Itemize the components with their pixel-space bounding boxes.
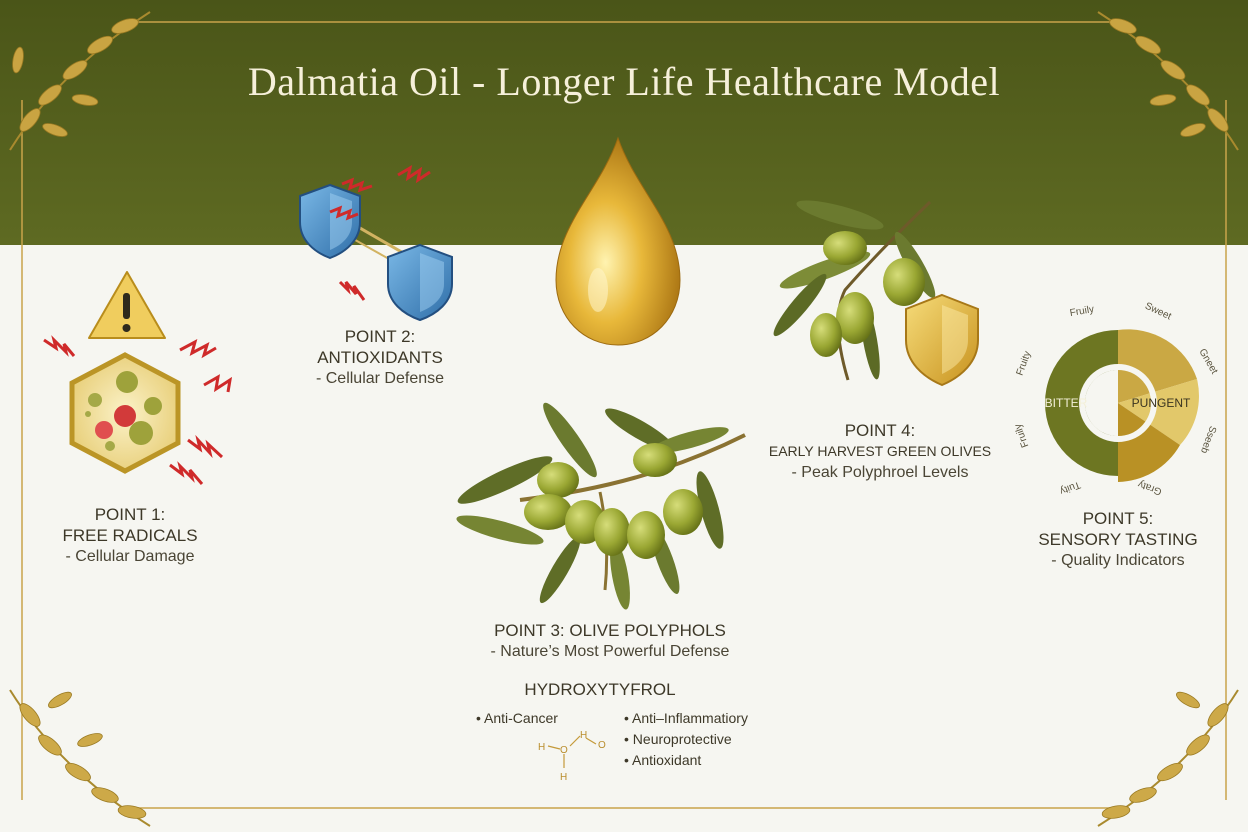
free-radical-icon <box>43 335 233 485</box>
point-3-heading: POINT 3: OLIVE POLYPHOLS <box>494 621 726 640</box>
laurel-icon <box>9 689 151 827</box>
atom-label: H <box>580 730 587 741</box>
compound-name: HYDROXYTYFROL <box>524 680 676 699</box>
atom-label: O <box>560 745 568 756</box>
point-4-name: EARLY HARVEST GREEN OLIVES <box>768 443 992 459</box>
point-1-heading: POINT 1: <box>94 505 166 524</box>
wheel-sweet-segment <box>1118 329 1197 403</box>
drop-highlight <box>588 268 608 312</box>
atom-label: H <box>538 742 545 753</box>
benefit-item: • Anti–Inflammatiory <box>624 710 748 726</box>
shield-shine <box>330 193 352 250</box>
point-5-name: SENSORY TASTING <box>1038 530 1198 549</box>
benefit-item: • Anti-Cancer <box>476 710 558 726</box>
point-2-desc: - Cellular Defense <box>315 370 445 387</box>
laurel-icon <box>1097 689 1239 827</box>
point-4-heading: POINT 4: <box>844 421 916 440</box>
point-5-heading: POINT 5: <box>1082 509 1154 528</box>
point-5-desc: - Quality Indicators <box>1051 552 1185 569</box>
point-4-block: POINT 4: EARLY HARVEST GREEN OLIVES - Pe… <box>755 420 1005 483</box>
wheel-pungent-segment <box>1118 403 1180 482</box>
point-3-block: POINT 3: OLIVE POLYPHOLS - Nature’s Most… <box>440 620 780 662</box>
cell-icon <box>69 352 181 474</box>
wheel-green-segment <box>1118 379 1199 445</box>
point-2-block: POINT 2: ANTIOXIDANTS - Cellular Defense <box>290 326 470 389</box>
point-5-block: POINT 5: SENSORY TASTING - Quality Indic… <box>1028 508 1208 571</box>
oil-drop-icon <box>555 136 681 346</box>
page-title: Dalmatia Oil - Longer Life Healthcare Mo… <box>247 59 1001 104</box>
tasting-wheel <box>1045 329 1199 482</box>
benefits-left-list: • Anti-Cancer <box>476 708 558 729</box>
shield-shine <box>420 253 444 312</box>
benefit-item: • Antioxidant <box>624 752 702 768</box>
wheel-inner-label-pungent: PUNGENT <box>1131 396 1191 410</box>
laurel-icon <box>9 11 151 151</box>
point-2-heading: POINT 2: <box>344 327 416 346</box>
olive-branch-icon <box>456 402 746 610</box>
olive-branch-icon <box>773 200 936 381</box>
point-1-desc: - Cellular Damage <box>65 548 195 565</box>
benefits-right-list: • Anti–Inflammatiory • Neuroprotective •… <box>624 708 748 771</box>
shield-icon <box>905 293 979 387</box>
benefit-item: • Neuroprotective <box>624 731 732 747</box>
shield-shine <box>942 305 968 374</box>
point-2-name: ANTIOXIDANTS <box>317 348 443 367</box>
atom-label: H <box>560 772 567 783</box>
gold-frame <box>21 21 1227 809</box>
warning-icon <box>88 271 166 339</box>
free-radical-icon <box>329 165 431 301</box>
point-3-desc: - Nature’s Most Powerful Defense <box>490 643 730 660</box>
point-4-desc: - Peak Polyphroel Levels <box>791 464 969 481</box>
point-1-name: FREE RADICALS <box>62 526 198 545</box>
wheel-inner-label-bitter: BITTER <box>1044 396 1088 410</box>
atom-label: O <box>598 740 606 751</box>
point-1-block: POINT 1: FREE RADICALS - Cellular Damage <box>40 504 220 567</box>
molecule-diagram: H O H O H <box>538 730 606 783</box>
laurel-icon <box>1097 11 1239 151</box>
